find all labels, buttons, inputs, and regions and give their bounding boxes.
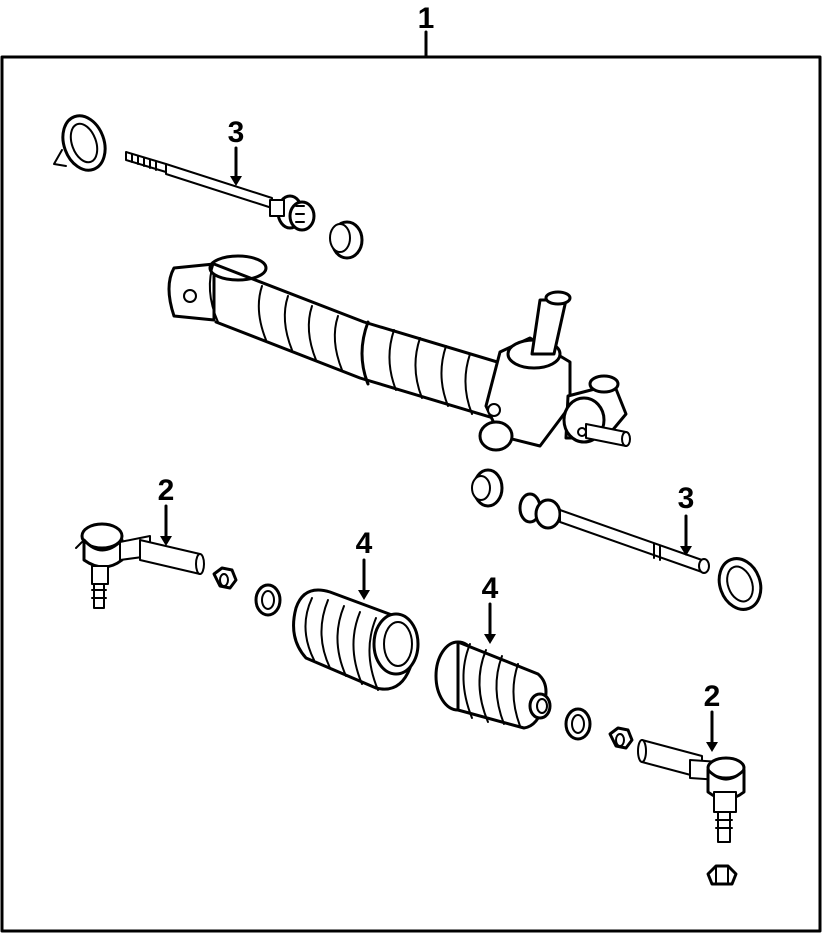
jam-nut-right[interactable] <box>608 726 634 750</box>
callout-2-right-arrowhead <box>706 742 718 752</box>
callout-1-assembly[interactable]: 1 <box>418 2 435 35</box>
callout-4-left[interactable]: 4 <box>356 527 373 560</box>
callout-3-upper[interactable]: 3 <box>228 116 245 149</box>
callout-3-upper-arrowhead <box>230 176 242 186</box>
callout-3-lower[interactable]: 3 <box>678 482 695 515</box>
bellows-boot-right[interactable] <box>434 640 552 730</box>
tie-rod-end-left[interactable] <box>75 522 205 609</box>
inner-tie-rod-lower[interactable] <box>518 492 710 574</box>
callout-2-left[interactable]: 2 <box>158 474 175 507</box>
castle-nut[interactable] <box>706 864 738 886</box>
callout-4-left-arrowhead <box>358 590 370 600</box>
callout-4-right[interactable]: 4 <box>482 572 499 605</box>
boot-clamp-lower-left[interactable] <box>254 583 282 617</box>
assembly-frame <box>0 55 822 933</box>
callout-4-right-arrowhead <box>484 634 496 644</box>
bushing-lower-right[interactable] <box>471 468 504 508</box>
callout-2-right[interactable]: 2 <box>704 680 721 713</box>
bushing-upper[interactable] <box>329 220 364 260</box>
inner-tie-rod-upper[interactable] <box>125 151 316 232</box>
jam-nut-left[interactable] <box>212 566 238 590</box>
bellows-boot-left[interactable] <box>292 588 420 691</box>
boot-clamp-lower-right[interactable] <box>712 553 767 616</box>
callout-2-left-arrowhead <box>160 536 172 546</box>
tie-rod-end-right[interactable] <box>637 739 746 843</box>
callout-3-lower-arrowhead <box>680 546 692 556</box>
rack-housing[interactable] <box>167 254 631 452</box>
boot-clamp-right-small[interactable] <box>564 707 592 741</box>
boot-clamp-upper-left[interactable] <box>53 110 112 176</box>
